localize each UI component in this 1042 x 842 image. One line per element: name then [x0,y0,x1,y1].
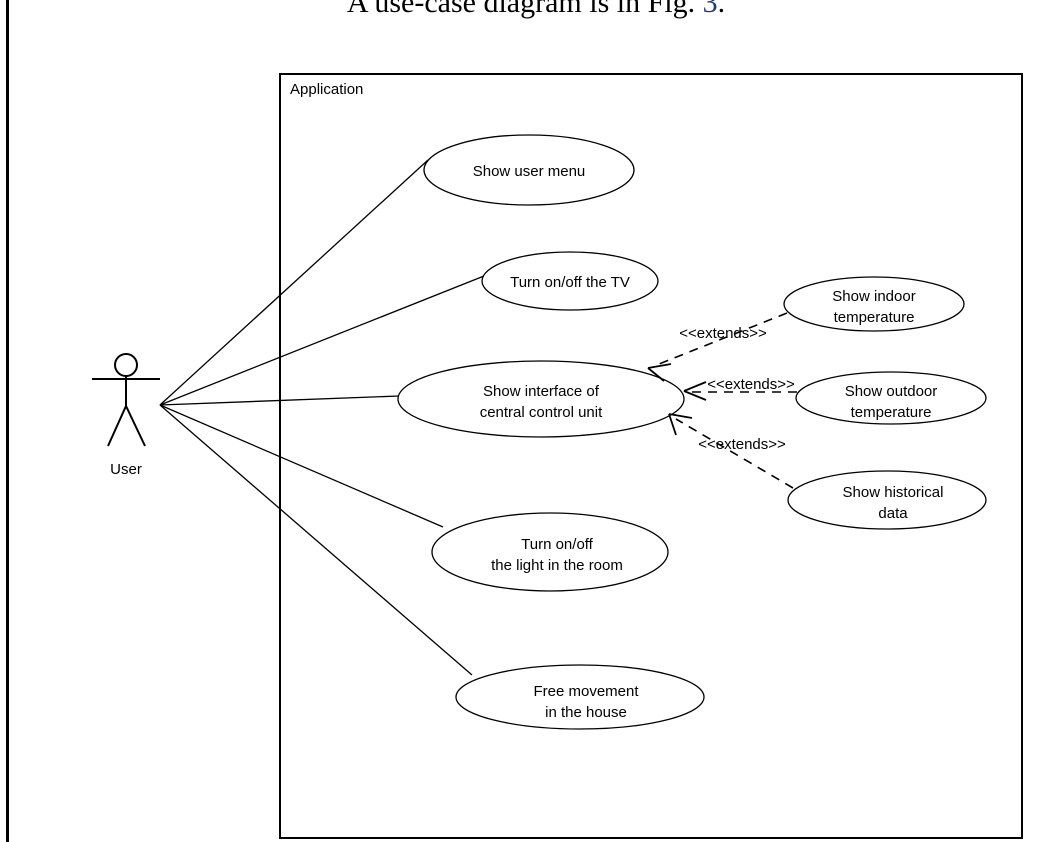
extend-arrowhead [683,381,707,401]
use-case-label-line-2: the light in the room [491,557,623,574]
figure-caption: A use-case diagram is in Fig. 3. [0,0,1042,20]
use-case-label-line-2: data [878,505,908,522]
use-case-ellipse [455,664,705,730]
extend-stereotype-label: <<extends>> [707,376,795,393]
use-case-show-interface-central-control-unit[interactable]: Show interface of central control unit [397,360,685,438]
actor-left-leg-line [107,405,127,447]
extend-relation-indoor-temperature[interactable]: <<extends>> [647,312,788,382]
use-case-label-line-1: Show outdoor [845,383,938,400]
use-case-label-line-1: Show indoor [832,288,915,305]
use-case-label-line-1: Show historical [843,484,944,501]
association-user-turn-on-off-light[interactable] [159,404,444,528]
use-case-free-movement-house[interactable]: Free movement in the house [455,664,705,730]
actor-head-icon [114,353,138,377]
use-case-ellipse [423,134,635,206]
extend-stereotype-label: <<extends>> [679,325,767,342]
system-boundary-label: Application [290,81,363,98]
use-case-label-line-1: Free movement [533,683,639,700]
actor-user[interactable]: User [92,353,160,478]
use-case-ellipse [787,470,987,530]
actor-label: User [110,461,142,478]
association-user-show-user-menu[interactable] [159,159,429,406]
extend-arrowhead [647,363,672,382]
use-case-label-line-2: temperature [834,309,915,326]
use-case-label-line-1: Show interface of [483,383,600,400]
use-case-show-user-menu[interactable]: Show user menu [423,134,635,206]
use-case-turn-on-off-tv[interactable]: Turn on/off the TV [481,251,659,311]
actor-right-leg-line [125,405,146,447]
use-case-ellipse [431,512,669,592]
extend-relation-outdoor-temperature[interactable]: <<extends>> [683,376,797,401]
association-user-free-movement[interactable] [159,404,473,676]
use-case-ellipse [481,251,659,311]
use-case-ellipse [783,276,965,332]
extend-relation-historical-data[interactable]: <<extends>> [668,413,794,489]
figure-reference-link[interactable]: 3 [702,0,718,19]
extend-stereotype-label: <<extends>> [698,436,786,453]
use-case-label-line-2: central control unit [480,404,603,421]
use-case-ellipse [397,360,685,438]
association-user-show-interface[interactable] [159,395,400,406]
use-case-show-historical-data[interactable]: Show historical data [787,470,987,530]
use-case-label-line-2: in the house [545,704,627,721]
use-case-label-line-2: temperature [851,404,932,421]
caption-prefix: A use-case diagram is in Fig. [346,0,703,19]
use-case-show-outdoor-temperature[interactable]: Show outdoor temperature [795,371,987,425]
extend-arrowhead [668,413,693,436]
caption-suffix: . [717,0,726,19]
extend-dashed-line [653,312,788,367]
association-user-turn-on-off-tv[interactable] [159,275,485,406]
use-case-turn-on-off-light[interactable]: Turn on/off the light in the room [431,512,669,592]
system-boundary-box [279,73,1023,839]
page-left-rule [6,0,9,842]
use-case-ellipse [795,371,987,425]
use-case-label-line-1: Turn on/off [521,536,594,553]
extend-dashed-line [675,418,794,489]
use-case-label-line-1: Show user menu [473,163,586,180]
use-case-show-indoor-temperature[interactable]: Show indoor temperature [783,276,965,332]
use-case-label-line-1: Turn on/off the TV [510,274,630,291]
